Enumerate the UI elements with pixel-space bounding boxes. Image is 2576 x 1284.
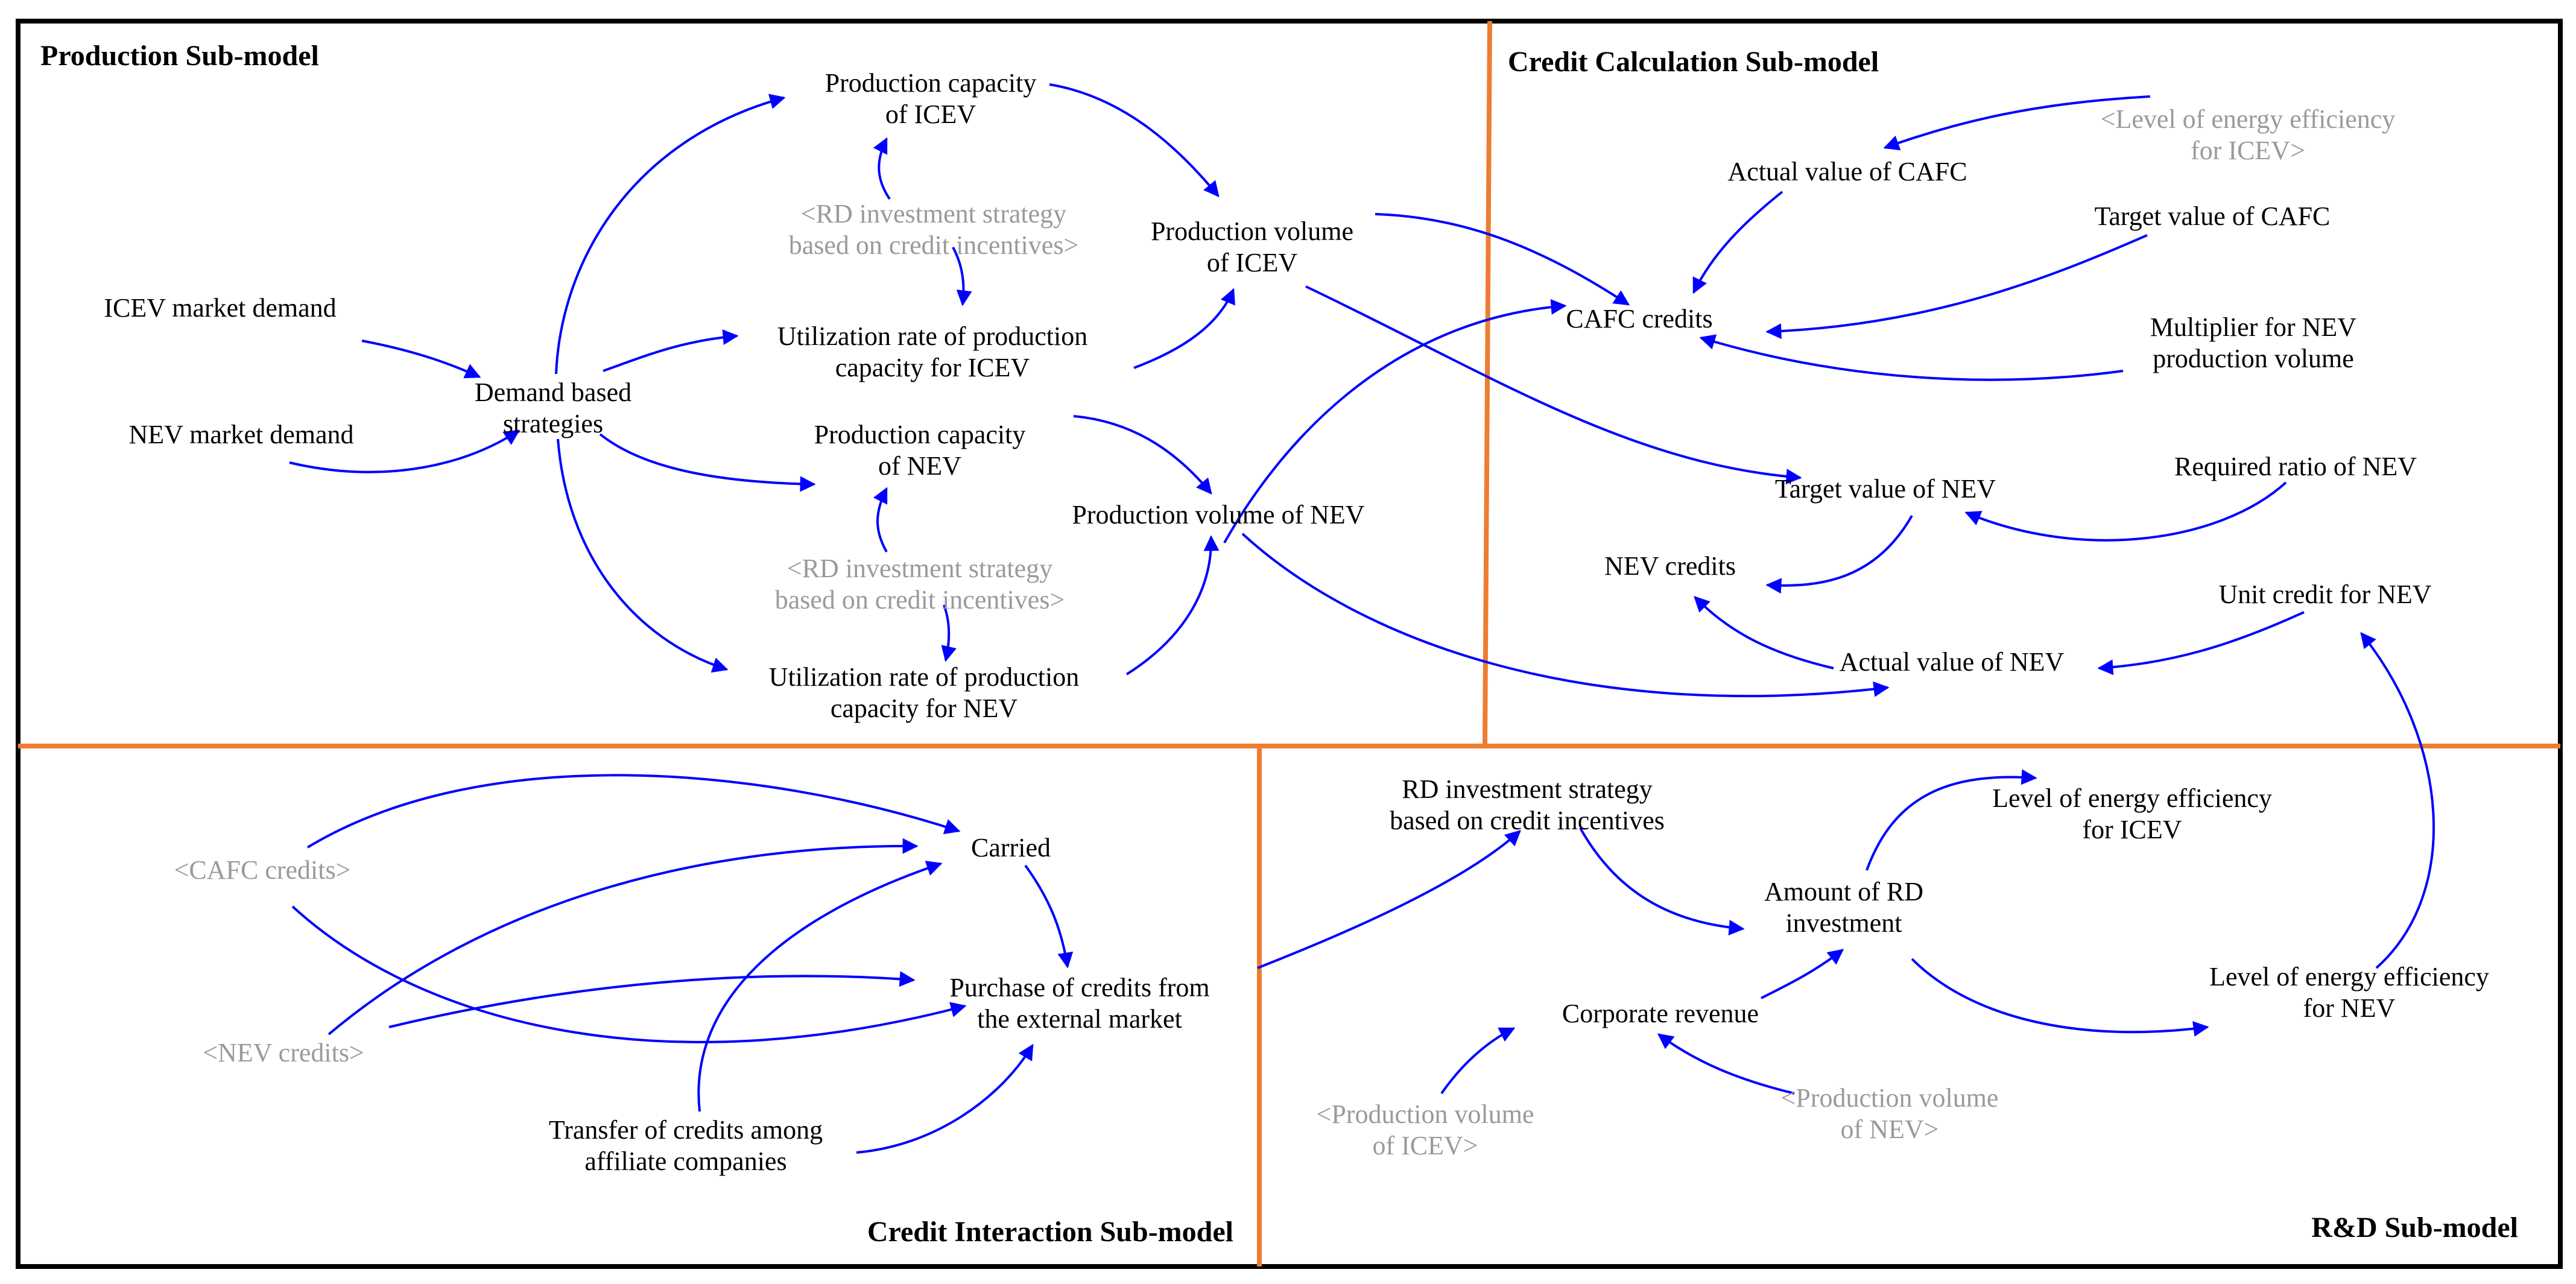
node-rd-strategy-shadow-icev: <RD investment strategy based on credit …: [788, 199, 1079, 260]
link-required-ratio-to-target-nev: [1964, 481, 2287, 542]
link-transfer-to-carried: [697, 861, 943, 1112]
node-nev-credits: NEV credits: [1604, 551, 1736, 581]
node-utilization-rate-nev: Utilization rate of production capacity …: [768, 662, 1080, 723]
node-required-ratio-nev: Required ratio of NEV: [2174, 452, 2417, 481]
node-production-volume-icev: Production volume of ICEV: [1150, 217, 1354, 277]
link-pv-icev-shadow-to-revenue: [1440, 1027, 1516, 1095]
link-nev-shadow-to-carried: [328, 838, 919, 1036]
link-ee-icev-shadow-to-actual-cafc: [1883, 95, 2151, 151]
node-cafc-credits-shadow: <CAFC credits>: [174, 855, 351, 885]
node-production-volume-nev: Production volume of NEV: [1072, 500, 1365, 530]
node-energy-efficiency-nev: Level of energy efficiency for NEV: [2209, 962, 2489, 1023]
node-purchase-external-market: Purchase of credits from the external ma…: [949, 973, 1210, 1034]
link-rd-shadow-to-capacity-nev: [873, 487, 888, 552]
node-target-value-nev: Target value of NEV: [1774, 474, 1996, 504]
link-amount-rd-to-ee-icev: [1866, 769, 2037, 871]
node-corporate-revenue: Corporate revenue: [1562, 999, 1759, 1028]
link-actual-cafc-to-cafc-credits: [1692, 191, 1783, 294]
link-actual-nev-to-nev-credits: [1694, 596, 1834, 669]
link-volume-nev-to-actual-nev: [1241, 533, 1890, 698]
link-target-nev-to-nev-credits: [1765, 515, 1913, 594]
link-multiplier-to-cafc-credits: [1699, 334, 2124, 381]
node-cafc-credits: CAFC credits: [1566, 304, 1713, 334]
link-pv-nev-shadow-to-revenue: [1657, 1033, 1795, 1095]
node-unit-credit-nev: Unit credit for NEV: [2218, 580, 2432, 609]
node-utilization-rate-icev: Utilization rate of production capacity …: [777, 321, 1088, 382]
node-multiplier-nev-volume: Multiplier for NEV production volume: [2150, 312, 2357, 373]
node-production-volume-nev-shadow: <Production volume of NEV>: [1780, 1083, 1999, 1144]
link-volume-icev-to-target-nev: [1305, 285, 1802, 485]
link-ee-nev-to-unit-credit: [2360, 631, 2435, 969]
node-energy-efficiency-icev-shadow: <Level of energy efficiency for ICEV>: [2100, 104, 2396, 165]
link-target-cafc-to-cafc-credits: [1765, 234, 2148, 340]
link-rd-shadow-to-capacity-icev: [873, 137, 891, 200]
link-cafc-shadow-to-carried: [306, 774, 961, 849]
title-credit-interaction-submodel: Credit Interaction Sub-model: [867, 1216, 1233, 1248]
title-production-submodel: Production Sub-model: [40, 40, 319, 72]
link-nev-shadow-to-purchase: [388, 971, 916, 1028]
link-volume-nev-to-cafc-credits: [1223, 299, 1567, 543]
node-production-capacity-icev: Production capacity of ICEV: [824, 68, 1037, 129]
node-rd-investment-strategy: RD investment strategy based on credit i…: [1390, 774, 1665, 835]
node-nev-credits-shadow: <NEV credits>: [203, 1038, 364, 1067]
link-purchase-to-rd-strategy: [1257, 830, 1521, 969]
node-actual-value-nev: Actual value of NEV: [1839, 647, 2065, 677]
node-target-value-cafc: Target value of CAFC: [2094, 201, 2331, 231]
link-carried-to-purchase: [1024, 864, 1074, 969]
link-rd-shadow-to-util-nev: [941, 604, 957, 662]
node-energy-efficiency-icev: Level of energy efficiency for ICEV: [1992, 783, 2272, 844]
link-util-nev-to-volume-nev: [1125, 535, 1220, 675]
link-rd-strategy-to-amount-rd: [1579, 827, 1745, 936]
title-credit-calc-submodel: Credit Calculation Sub-model: [1508, 46, 1879, 78]
link-amount-rd-to-ee-nev: [1911, 958, 2209, 1037]
node-production-capacity-nev: Production capacity of NEV: [814, 420, 1026, 481]
node-rd-strategy-shadow-nev: <RD investment strategy based on credit …: [774, 554, 1065, 615]
link-strategies-to-util-nev: [557, 438, 729, 673]
causal-links: [289, 83, 2435, 1154]
divider-vertical-top: [1483, 21, 1492, 745]
node-nev-market-demand: NEV market demand: [128, 420, 354, 449]
node-production-volume-icev-shadow: <Production volume of ICEV>: [1316, 1099, 1534, 1160]
link-volume-icev-to-cafc-credits: [1375, 213, 1630, 306]
link-capacity-nev-to-volume-nev: [1073, 415, 1212, 495]
node-transfer-affiliate: Transfer of credits among affiliate comp…: [548, 1115, 823, 1176]
link-unit-credit-to-actual-nev: [2097, 611, 2305, 675]
link-strategies-to-capacity-nev: [599, 433, 816, 492]
title-rd-submodel: R&D Sub-model: [2311, 1212, 2518, 1244]
node-demand-based-strategies: Demand based strategies: [474, 378, 632, 438]
link-rd-shadow-to-util-icev: [952, 247, 972, 306]
link-icev-demand-to-strategies: [361, 340, 481, 379]
node-amount-rd-investment: Amount of RD investment: [1764, 877, 1923, 938]
diagram-border: [16, 19, 2563, 1269]
link-nev-demand-to-strategies: [289, 429, 521, 473]
node-icev-market-demand: ICEV market demand: [104, 293, 337, 323]
link-strategies-to-util-icev: [603, 329, 739, 372]
link-demand-to-capacity-icev: [555, 93, 786, 375]
link-cafc-shadow-to-purchase: [291, 905, 967, 1043]
link-capacity-icev-to-volume-icev: [1049, 83, 1220, 198]
link-revenue-to-amount-rd: [1761, 949, 1844, 999]
node-carried: Carried: [971, 833, 1051, 862]
node-actual-value-cafc: Actual value of CAFC: [1727, 157, 1967, 186]
link-transfer-to-purchase: [856, 1043, 1034, 1154]
link-util-icev-to-volume-icev: [1133, 288, 1235, 369]
